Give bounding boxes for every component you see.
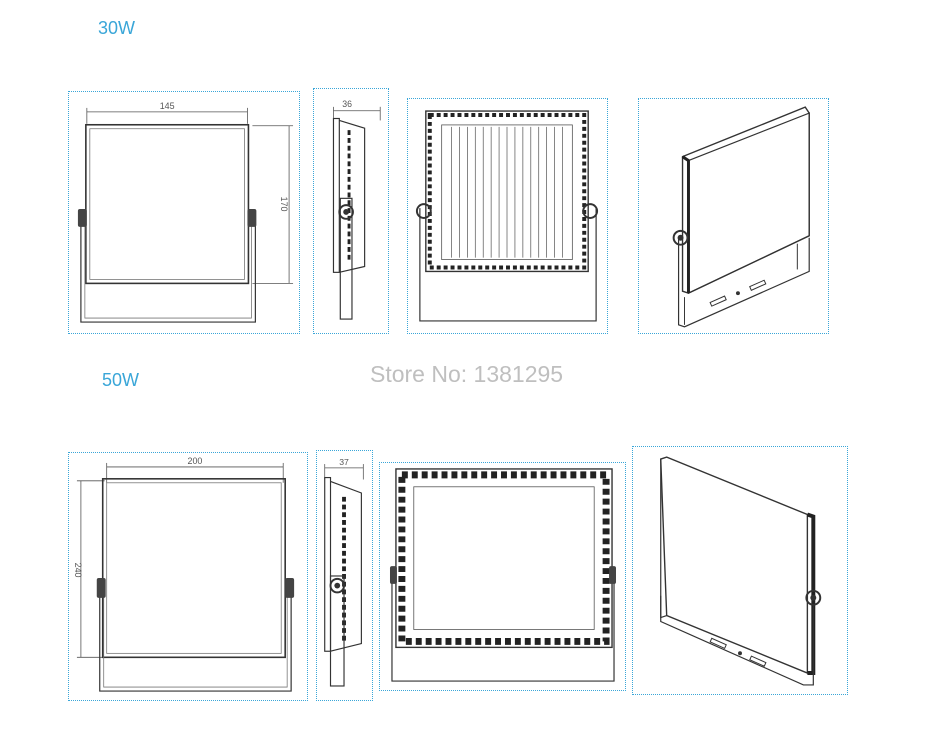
back-view-30w <box>407 98 608 334</box>
front-view-50w-drawing: 200 240 <box>73 456 295 692</box>
width-dimension-30w: 145 <box>160 101 175 111</box>
depth-dimension-30w: 36 <box>342 99 352 109</box>
section-label-30w: 30W <box>98 18 136 38</box>
perspective-view-50w <box>632 446 848 695</box>
front-view-30w-drawing: 145 170 <box>77 101 294 323</box>
depth-dimension-50w: 37 <box>339 457 349 467</box>
side-view-30w-drawing: 36 <box>332 99 381 320</box>
perspective-view-30w <box>638 98 829 334</box>
front-view-50w: 200 240 <box>68 452 308 701</box>
back-view-50w-drawing <box>389 468 616 682</box>
side-view-30w: 36 <box>313 88 389 334</box>
perspective-view-50w-drawing <box>660 456 822 686</box>
back-view-50w <box>379 462 626 691</box>
front-view-30w: 145 170 <box>68 91 300 334</box>
section-label-50w: 50W <box>102 370 140 390</box>
width-dimension-50w: 200 <box>188 456 203 466</box>
height-dimension-50w: 240 <box>73 563 83 578</box>
store-watermark: Store No: 1381295 <box>370 361 564 387</box>
side-view-50w: 37 <box>316 450 373 701</box>
height-dimension-30w: 170 <box>279 197 289 212</box>
back-view-30w-drawing <box>415 110 599 322</box>
perspective-view-30w-drawing <box>672 106 810 328</box>
side-view-50w-drawing: 37 <box>324 457 364 687</box>
